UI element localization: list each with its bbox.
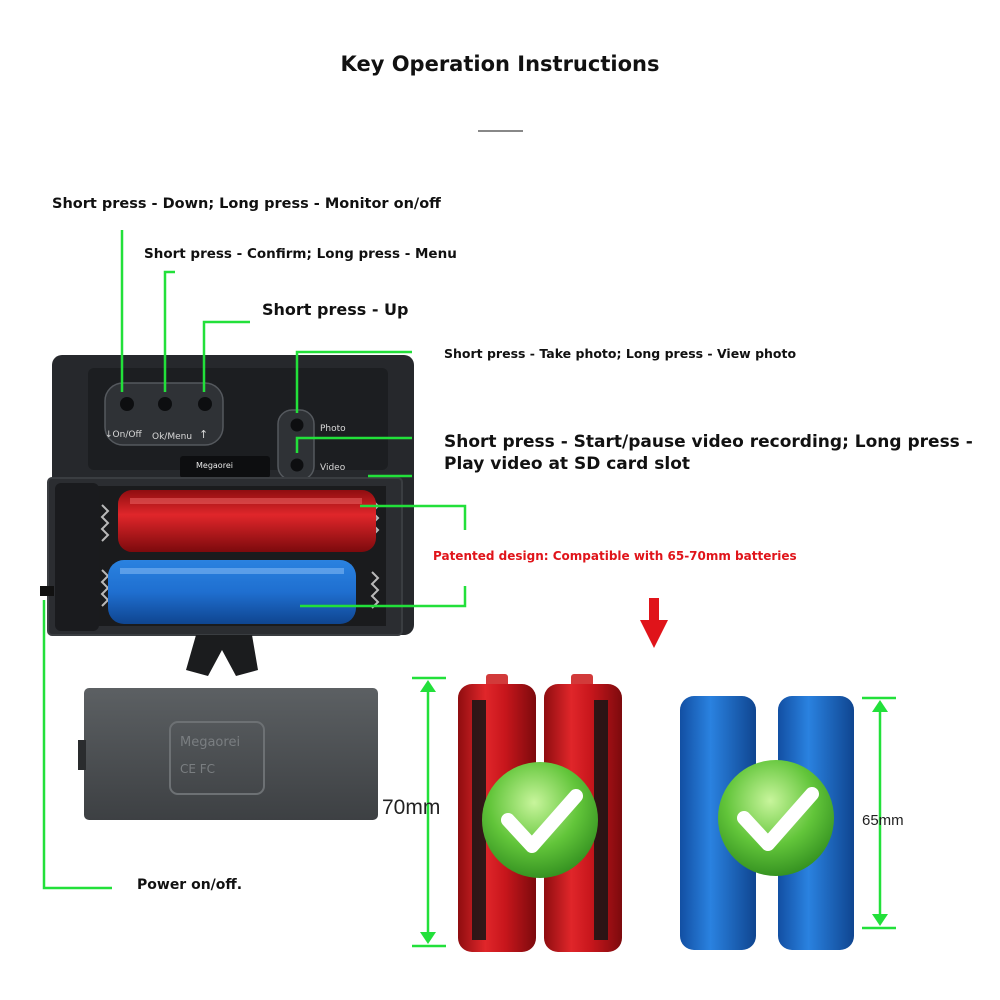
check-icon-blue bbox=[718, 760, 834, 876]
video-button[interactable] bbox=[290, 458, 304, 472]
label-up: Short press - Up bbox=[262, 300, 409, 319]
okmenu-button[interactable] bbox=[158, 397, 172, 411]
page-title: Key Operation Instructions bbox=[340, 52, 660, 76]
dimension-70mm: 70mm bbox=[382, 796, 441, 819]
label-down-monitor: Short press - Down; Long press - Monitor… bbox=[52, 196, 441, 212]
label-photo: Short press - Take photo; Long press - V… bbox=[444, 346, 797, 361]
photo-button[interactable] bbox=[290, 418, 304, 432]
leader-lines bbox=[42, 230, 467, 890]
onoff-label: On/Off bbox=[112, 430, 142, 440]
onoff-button[interactable] bbox=[120, 397, 134, 411]
cover-marks: CE FC bbox=[180, 762, 216, 776]
label-video-line2: Play video at SD card slot bbox=[444, 454, 691, 474]
down-arrow-icon bbox=[640, 598, 668, 648]
label-video-line1: Short press - Start/pause video recordin… bbox=[444, 432, 973, 452]
device-brand: Megaorei bbox=[196, 461, 233, 470]
onoff-caption: ↓On/Off bbox=[105, 430, 142, 440]
dimension-arrow-70mm bbox=[412, 676, 446, 948]
up-arrow-icon: ↑ bbox=[199, 428, 209, 441]
battery-cover bbox=[78, 688, 378, 820]
cover-brand: Megaorei bbox=[180, 735, 241, 750]
red-battery-installed bbox=[118, 490, 376, 552]
label-confirm-menu: Short press - Confirm; Long press - Menu bbox=[144, 246, 457, 262]
blue-battery-installed bbox=[108, 560, 356, 624]
dimension-65mm: 65mm bbox=[862, 812, 904, 829]
dimension-arrow-65mm bbox=[862, 696, 896, 930]
up-button[interactable] bbox=[198, 397, 212, 411]
photo-label: Photo bbox=[320, 424, 346, 434]
okmenu-label: Ok/Menu bbox=[152, 432, 193, 442]
device-body bbox=[40, 355, 414, 676]
video-label: Video bbox=[320, 463, 346, 473]
title-divider bbox=[478, 130, 523, 132]
label-patent: Patented design: Compatible with 65-70mm… bbox=[433, 549, 797, 563]
label-power: Power on/off. bbox=[137, 877, 243, 893]
check-icon-red bbox=[482, 762, 598, 878]
